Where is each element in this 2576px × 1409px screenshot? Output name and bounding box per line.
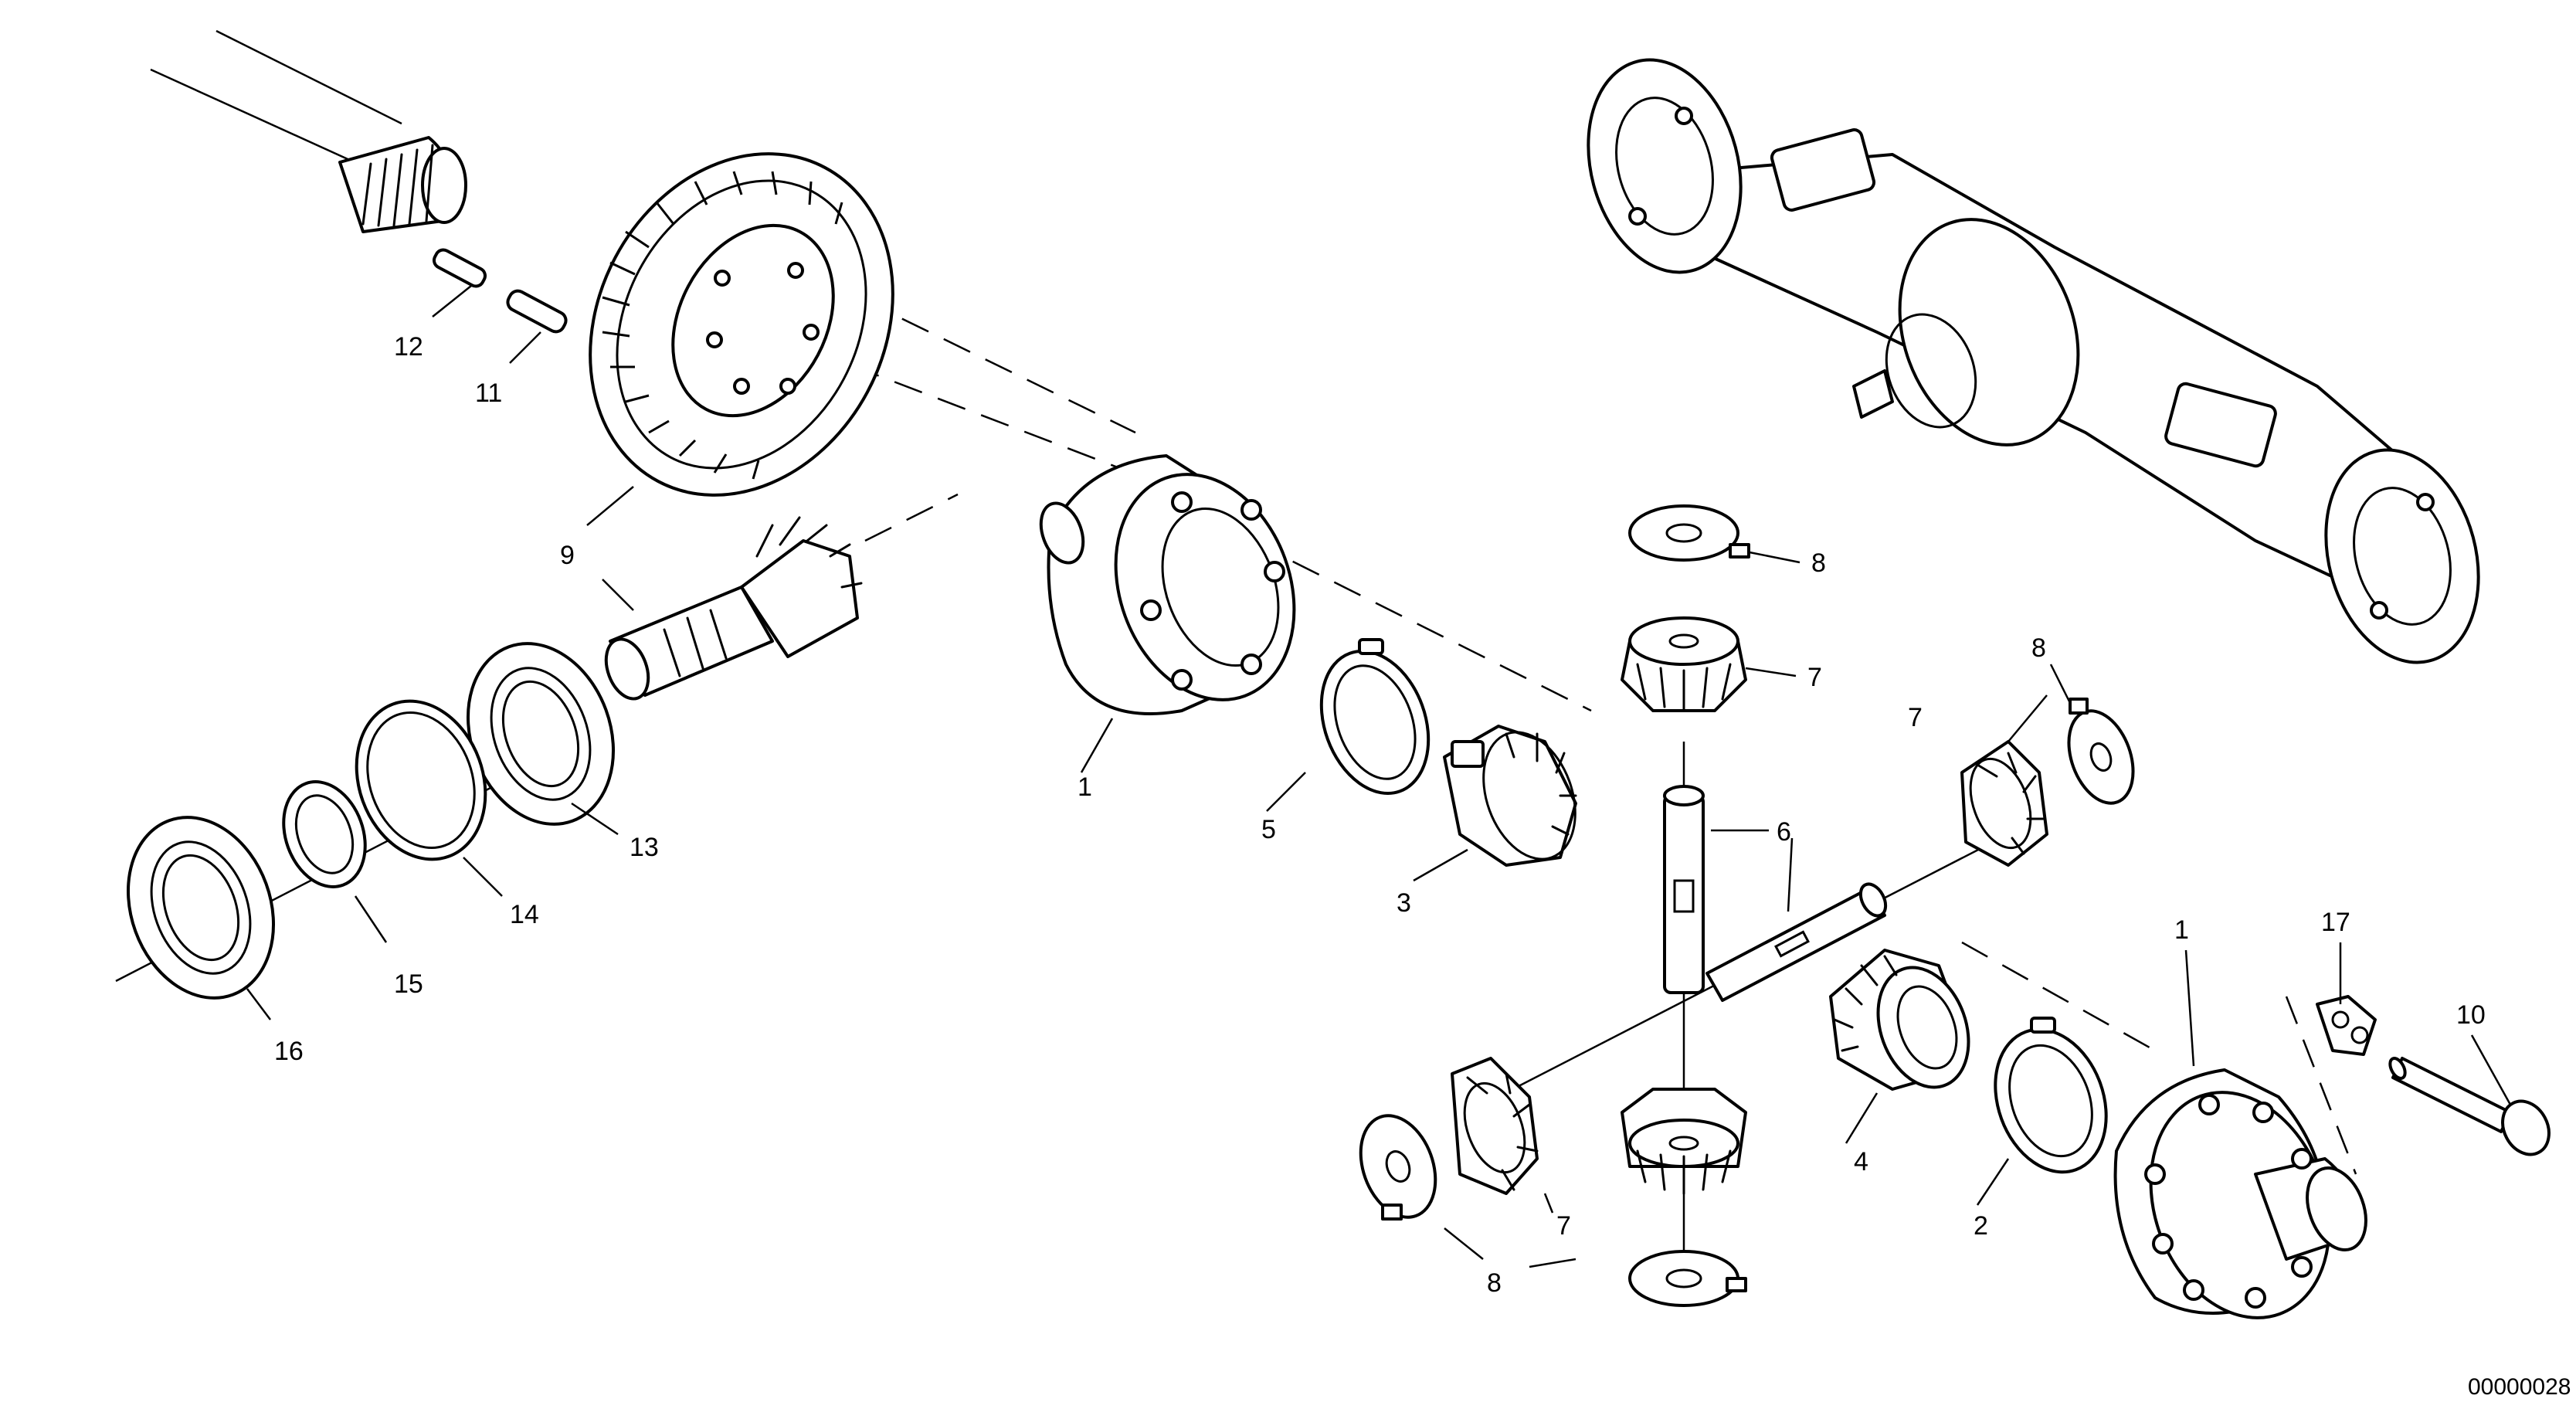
crown-wheel: [589, 152, 894, 497]
callout-5: 5: [1261, 815, 1276, 844]
thrust-washer-8-bottom: [1628, 1250, 1747, 1307]
callout-10: 10: [2456, 1000, 2486, 1030]
pinion-shaft: [604, 516, 863, 701]
planet-gear-7-right: [1960, 740, 2048, 867]
thrust-washer-2: [1994, 1017, 2108, 1174]
callout-13: 13: [630, 833, 659, 862]
callout-15: 15: [394, 969, 423, 999]
callout-labels: 12 11 9 13 14 15 16 1 5 3 8 7 6 8 7 1 17…: [274, 332, 2486, 1298]
spacer-ring-15: [282, 780, 367, 888]
thrust-washer-8-right: [2067, 698, 2135, 805]
callout-8-right: 8: [2031, 633, 2046, 663]
leader-lines: [246, 285, 2512, 1268]
callout-1-upper: 1: [1078, 772, 1092, 802]
planet-gear-7-left: [1451, 1057, 1539, 1195]
thrust-washer-8-left: [1359, 1114, 1437, 1221]
bearing-16: [126, 816, 276, 1000]
lock-plate-17: [2316, 995, 2377, 1056]
roll-pin-12: [432, 248, 487, 288]
spider-shaft-horizontal: [1705, 882, 1888, 1002]
callout-4: 4: [1854, 1147, 1868, 1176]
side-gear-4: [1829, 949, 1970, 1091]
axle-assembly-overview: [1587, 58, 2480, 664]
spider-shaft-vertical: [1663, 785, 1705, 994]
shim-ring-14: [355, 699, 487, 861]
roll-pin-11: [506, 289, 568, 334]
callout-8-bottom: 8: [1487, 1268, 1502, 1298]
screw-10: [2388, 1057, 2551, 1156]
callout-11: 11: [475, 379, 502, 408]
drawing-number: 00000028: [2468, 1374, 2571, 1400]
differential-housing-upper: [1039, 454, 1296, 715]
callout-3: 3: [1397, 888, 1411, 918]
callout-7-top: 7: [1807, 663, 1822, 692]
callout-6: 6: [1777, 817, 1791, 847]
callout-9: 9: [560, 541, 575, 570]
differential-housing-lower: [2113, 1068, 2367, 1319]
callout-14: 14: [510, 900, 539, 929]
callout-12: 12: [394, 332, 423, 362]
planet-gear-7-bottom: [1621, 1088, 1747, 1195]
planet-gear-7-top: [1621, 616, 1747, 712]
thrust-washer-5: [1319, 638, 1431, 795]
callout-17: 17: [2321, 908, 2350, 937]
callout-1-lower: 1: [2174, 915, 2189, 945]
thrust-washer-8-top: [1628, 504, 1750, 562]
callout-8-top: 8: [1811, 548, 1826, 578]
side-gear-3: [1443, 725, 1577, 867]
callout-7-bottom: 7: [1556, 1211, 1571, 1241]
drive-shaft: [338, 136, 467, 233]
callout-2: 2: [1974, 1211, 1988, 1241]
callout-16: 16: [274, 1037, 304, 1066]
callout-7-right: 7: [1908, 703, 1923, 732]
